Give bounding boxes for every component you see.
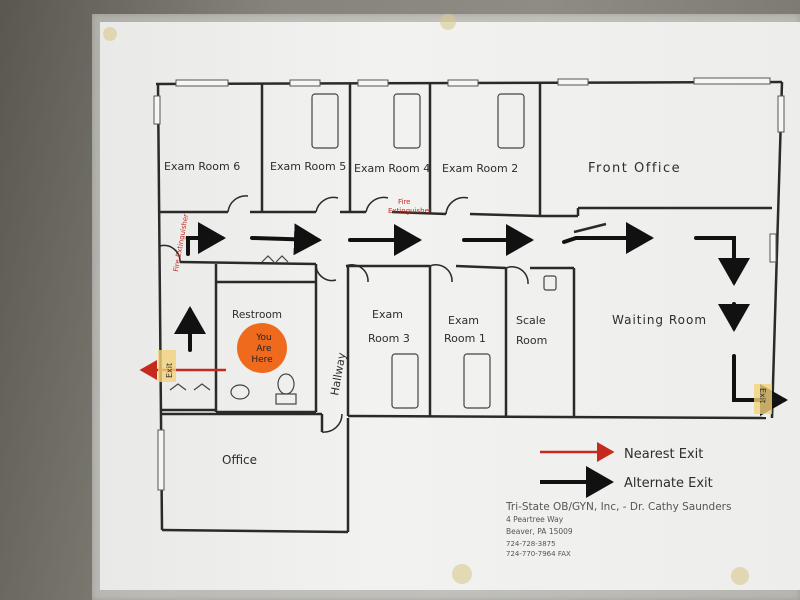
exit-label-left: Exit [165, 363, 174, 378]
label-exam-room-2: Exam Room 2 [442, 162, 518, 175]
label-exam-room-5: Exam Room 5 [270, 160, 346, 173]
label-front-office: Front Office [588, 161, 681, 176]
label-exam-room-1-line1: Exam [448, 314, 479, 327]
legend: Nearest Exit Alternate Exit [540, 442, 713, 498]
label-hallway: Hallway [328, 351, 348, 396]
legend-nearest-label: Nearest Exit [624, 447, 703, 462]
tape-pieces [103, 14, 749, 585]
label-exam-room-1-line2: Room 1 [444, 332, 486, 345]
walls [155, 80, 784, 534]
label-exam-room-6: Exam Room 6 [164, 160, 240, 173]
label-scale-room-line1: Scale [516, 314, 546, 327]
route-arrow [562, 222, 654, 254]
svg-text:You: You [255, 333, 272, 343]
door-swings [159, 195, 529, 433]
you-are-here-label: You Are Here [251, 333, 273, 365]
windows [153, 77, 785, 491]
fire-extinguisher-label-top-line1: Fire [398, 198, 411, 206]
label-waiting-room: Waiting Room [612, 313, 707, 327]
route-arrow [250, 223, 322, 256]
svg-text:Here: Here [251, 355, 273, 365]
route-arrow [694, 236, 750, 286]
fire-extinguisher-label-top-line2: Extinguisher [388, 207, 432, 215]
room-labels: Exam Room 6 Exam Room 5 Exam Room 4 Exam… [164, 160, 707, 467]
label-office: Office [222, 453, 257, 467]
label-exam-room-4: Exam Room 4 [354, 162, 430, 175]
legend-alternate-label: Alternate Exit [624, 476, 713, 491]
you-are-here-dot [237, 323, 287, 373]
room-fixtures [169, 93, 557, 409]
exit-label-right: Exit [758, 388, 767, 403]
practice-phone: 724-728-3875 [506, 540, 556, 548]
label-exam-room-3-line2: Room 3 [368, 332, 410, 345]
practice-info: Tri-State OB/GYN, Inc, - Dr. Cathy Saund… [505, 501, 731, 558]
label-scale-room-line2: Room [516, 334, 547, 347]
route-arrow [186, 222, 226, 256]
alternate-exit-route [174, 222, 788, 416]
label-exam-room-3-line1: Exam [372, 308, 403, 321]
label-restroom: Restroom [232, 309, 282, 321]
practice-fax: 724-770-7964 FAX [506, 550, 571, 558]
exit-tape-left [158, 350, 176, 382]
practice-address-line1: 4 Peartree Way [506, 515, 564, 524]
practice-address-line2: Beaver, PA 15009 [506, 527, 573, 536]
practice-name: Tri-State OB/GYN, Inc, - Dr. Cathy Saund… [505, 501, 731, 513]
exit-tape-right [754, 384, 772, 414]
svg-text:Are: Are [256, 344, 272, 354]
